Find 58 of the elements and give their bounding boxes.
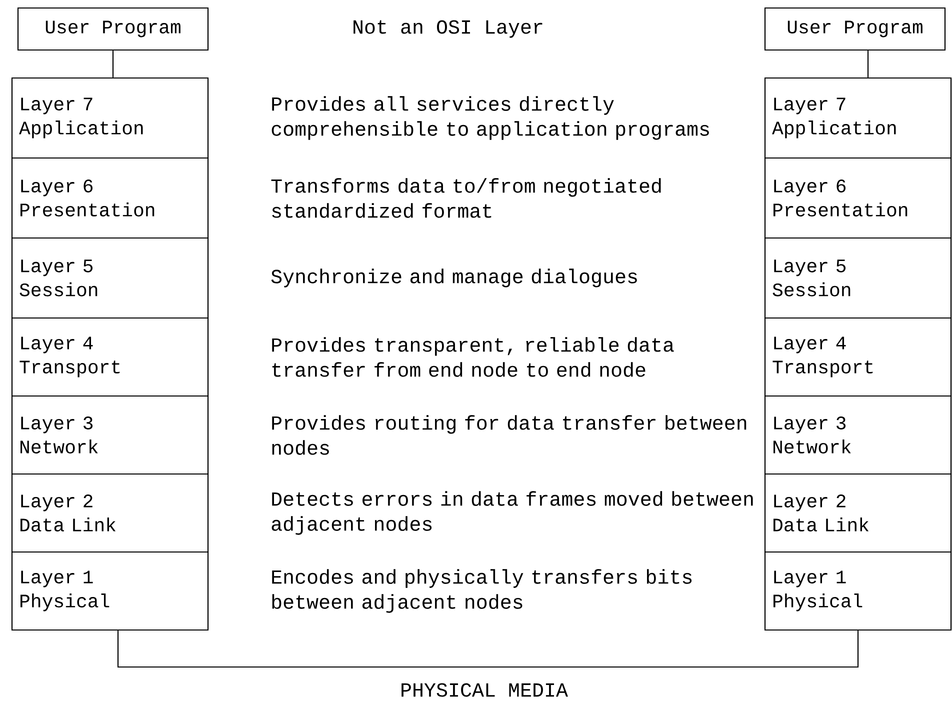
description-text: Provides all services directly comprehensible to application programs <box>272 96 709 140</box>
description-text: Synchronize and manage dialogues <box>271 268 637 288</box>
layer-box <box>17 7 209 51</box>
layer-box <box>11 157 209 239</box>
layer-name: Data Link <box>774 518 869 532</box>
layer-box <box>11 237 209 319</box>
layer-box <box>764 7 946 51</box>
layer-name: Application <box>772 120 896 138</box>
description-text: Provides routing for data transfer between nodes <box>272 415 746 455</box>
layer-box <box>764 395 952 475</box>
description-text: Provides transparent, reliable data transfer from end node to end node <box>272 337 674 377</box>
layer-name: Application <box>19 120 143 138</box>
layer-name: Presentation <box>774 202 908 216</box>
layer-name: Presentation <box>20 202 154 216</box>
layer-box <box>11 395 209 475</box>
layer-number: Layer 7 <box>21 98 92 114</box>
layer-box <box>764 77 952 159</box>
layer-number: Layer 1 <box>774 570 846 588</box>
layer-number: Layer 3 <box>21 416 93 434</box>
layer-number: Layer 6 <box>21 180 92 196</box>
description-text: Detects errors in data frames moved between adjacent nodes <box>272 491 753 535</box>
layer-name: Data Link <box>20 518 116 532</box>
layer-number: Layer 4 <box>774 336 846 354</box>
layer-name: Network <box>774 440 851 454</box>
layer-name: Physical <box>20 594 110 612</box>
layer-name: Physical <box>774 594 862 612</box>
layer-box <box>764 551 952 631</box>
layer-box <box>764 317 952 397</box>
layer-box <box>11 317 209 397</box>
layer-name: Network <box>20 440 98 454</box>
layer-number: Layer 7 <box>774 98 846 114</box>
layer-name: Transport <box>772 360 873 378</box>
layer-box <box>764 157 952 239</box>
media-label: PHYSICAL MEDIA <box>402 683 568 697</box>
connector-line <box>112 50 114 78</box>
layer-box <box>11 551 209 631</box>
layer-number: Layer 2 <box>21 494 92 512</box>
layer-box <box>764 237 952 319</box>
box-title: User Program <box>46 20 180 38</box>
layer-box <box>11 473 209 553</box>
layer-number: Layer 4 <box>21 336 93 354</box>
layer-box <box>764 473 952 553</box>
connector-line <box>867 50 869 78</box>
layer-number: Layer 5 <box>21 260 93 276</box>
connector-line <box>117 630 859 668</box>
description-text: Encodes and physically transfers bits between adjacent nodes <box>272 569 692 613</box>
heading-text: Not an OSI Layer <box>354 20 542 38</box>
box-title: User Program <box>788 20 922 38</box>
layer-number: Layer 1 <box>21 570 93 588</box>
layer-number: Layer 2 <box>774 494 846 512</box>
layer-number: Layer 3 <box>774 416 846 434</box>
layer-box <box>11 77 209 159</box>
layer-number: Layer 6 <box>774 180 846 196</box>
layer-name: Session <box>20 282 98 296</box>
layer-number: Layer 5 <box>774 260 846 276</box>
layer-name: Transport <box>20 360 120 378</box>
layer-name: Session <box>772 282 850 296</box>
description-text: Transforms data to/from negotiated standardized format <box>271 178 661 218</box>
